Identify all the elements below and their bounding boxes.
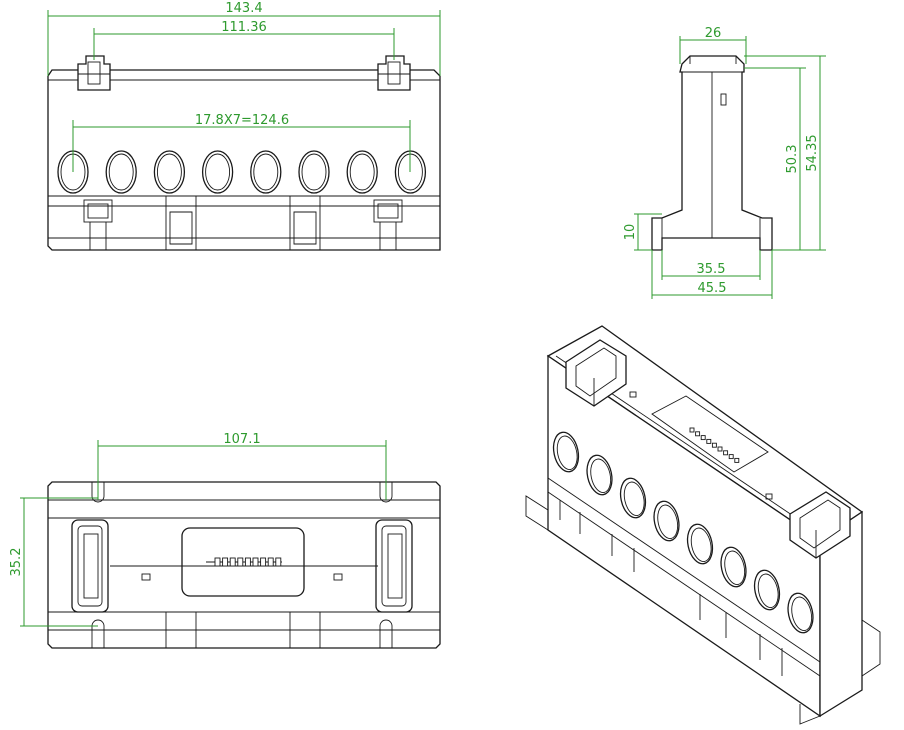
iso-label-mark	[728, 454, 734, 460]
front-view	[47, 55, 441, 251]
dim-slot-depth: 35.2	[9, 548, 24, 577]
iso-label-mark	[706, 438, 712, 444]
iso-label-mark	[689, 427, 695, 433]
dim-height-outer: 54.35	[805, 134, 820, 171]
isometric-view	[525, 325, 881, 725]
dim-overall-width: 143.4	[225, 1, 262, 16]
iso-terminal-hole	[720, 546, 747, 588]
bottom-clip-left	[71, 519, 109, 613]
terminal-hole	[250, 150, 282, 194]
terminal-hole	[298, 150, 330, 194]
front-lower-features	[83, 196, 403, 250]
iso-terminal-hole	[586, 454, 613, 496]
front-dimensions: 143.4 111.36 17.8X7=124.6	[47, 1, 441, 172]
front-clip-right	[377, 55, 411, 91]
iso-label-mark	[734, 457, 740, 463]
terminal-holes	[57, 150, 427, 194]
label-mark	[252, 557, 259, 567]
iso-label-window	[651, 395, 769, 473]
dim-base-inner: 35.5	[697, 262, 726, 277]
terminal-hole	[201, 150, 234, 194]
iso-label-mark	[711, 442, 717, 448]
side-view	[651, 55, 773, 251]
label-mark	[267, 557, 274, 567]
terminal-hole	[105, 150, 137, 194]
dim-top-width: 26	[705, 26, 722, 41]
label-window	[181, 527, 305, 597]
label-mark	[275, 557, 282, 567]
iso-terminal-hole	[619, 477, 647, 519]
terminal-hole	[346, 150, 378, 194]
label-marks	[206, 557, 282, 567]
iso-terminal-hole	[787, 592, 814, 634]
bottom-dimensions: 107.1 35.2	[9, 432, 387, 627]
dim-clip-spacing: 111.36	[221, 20, 267, 35]
bottom-clip-right	[375, 519, 413, 613]
dim-hole-pitch: 17.8X7=124.6	[195, 113, 289, 128]
iso-label-mark	[695, 431, 701, 437]
label-mark	[214, 557, 221, 567]
iso-label-marks	[689, 427, 740, 463]
label-mark	[222, 557, 229, 567]
bottom-view	[47, 481, 441, 649]
dim-foot-height: 10	[623, 224, 638, 241]
dim-base-outer: 45.5	[698, 281, 727, 296]
iso-clip-left	[565, 339, 627, 407]
iso-terminal-hole	[552, 431, 580, 473]
label-mark	[237, 557, 244, 567]
front-clip-left	[77, 55, 111, 91]
iso-terminal-hole	[653, 500, 680, 542]
terminal-hole	[153, 150, 186, 194]
dim-height-inner: 50.3	[785, 145, 800, 174]
iso-terminal-hole	[753, 569, 781, 611]
iso-terminal-holes	[552, 431, 814, 634]
side-dimensions: 26 50.3 54.35 10 35.5 45.5	[623, 26, 826, 299]
label-mark	[229, 557, 236, 567]
iso-label-mark	[700, 435, 706, 441]
iso-terminal-hole	[686, 523, 714, 565]
label-mark	[244, 557, 251, 567]
iso-label-mark	[717, 446, 723, 452]
iso-clip-right	[789, 491, 851, 559]
label-mark	[260, 557, 267, 567]
iso-label-mark	[723, 450, 729, 456]
dim-slot-spacing: 107.1	[223, 432, 260, 447]
